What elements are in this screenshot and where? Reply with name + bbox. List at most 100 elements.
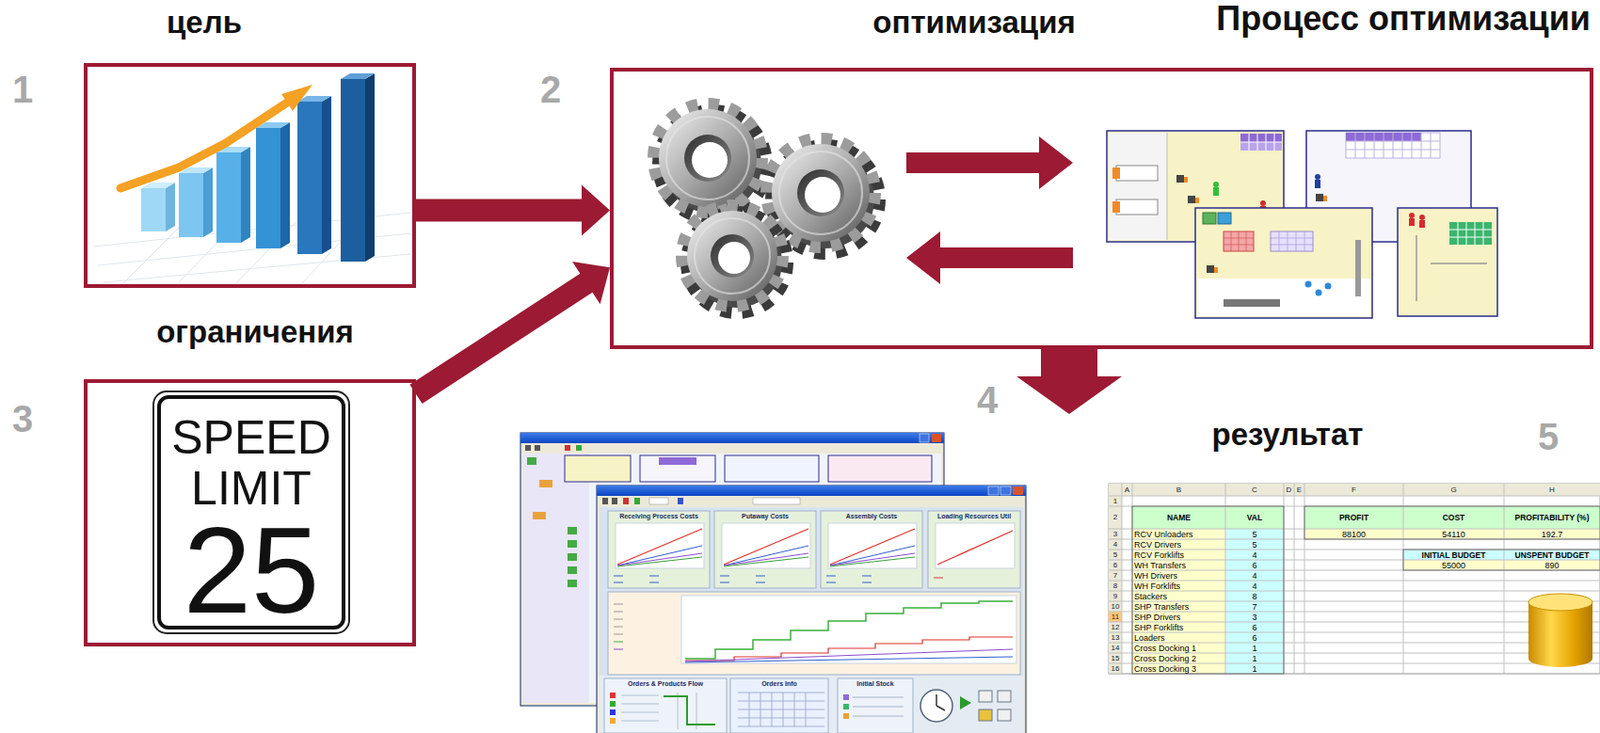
simulation-screenshot xyxy=(1000,486,1011,496)
warehouse-plan xyxy=(1240,142,1282,151)
gear xyxy=(691,142,728,178)
box-heading: ограничения xyxy=(156,314,354,351)
table-cell: RCV Forklifts xyxy=(1134,550,1184,560)
simulation-screenshot xyxy=(721,523,811,569)
simulation-screenshot xyxy=(820,511,923,589)
warehouse-plan xyxy=(1314,179,1321,189)
screen-title: Loading Resources Util xyxy=(937,512,1011,521)
simulation-screenshot xyxy=(685,601,1013,659)
warehouse-plan xyxy=(1195,208,1373,319)
simulation-screenshot xyxy=(843,704,849,710)
table-cell: Cross Docking 2 xyxy=(1134,654,1197,664)
row-number: 16 xyxy=(1111,664,1120,674)
simulation-screenshot xyxy=(937,530,1013,565)
box-heading: результат xyxy=(1211,416,1363,453)
simulation-screenshot xyxy=(677,497,684,505)
bar-chart-icon xyxy=(240,146,251,243)
page-title: Процесс оптимизации xyxy=(1216,0,1591,38)
simulation-screenshot xyxy=(852,697,904,717)
simulation-screenshot xyxy=(640,455,716,482)
warehouse-plan xyxy=(1449,222,1492,245)
simulation-screenshot xyxy=(617,545,703,566)
simulation-screenshot xyxy=(714,511,816,589)
simulation-screenshot xyxy=(828,455,932,482)
column-letter: C xyxy=(1251,485,1258,496)
sign-text: SPEED xyxy=(171,414,332,462)
simulation-screenshot xyxy=(634,497,640,505)
simulation-screenshot xyxy=(596,485,1026,733)
screen-title: Receiving Process Costs xyxy=(619,512,699,521)
bar-chart-icon xyxy=(216,152,241,243)
warehouse-plan xyxy=(1419,214,1425,221)
bar-chart-icon xyxy=(281,84,313,112)
callout-number: 5 xyxy=(1537,416,1559,458)
simulation-screenshot xyxy=(685,649,1013,662)
simulation-screenshot xyxy=(576,445,582,451)
simulation-screenshot xyxy=(978,709,992,721)
gear xyxy=(683,207,786,312)
simulation-screenshot xyxy=(997,709,1011,721)
simulation-screenshot xyxy=(830,545,915,566)
warehouse-plan xyxy=(1106,130,1498,319)
simulation-screenshot xyxy=(617,557,703,567)
warehouse-plan xyxy=(1416,235,1488,302)
simulation-screenshot xyxy=(720,576,766,583)
spreadsheet xyxy=(1108,611,1122,623)
bar-chart-icon xyxy=(120,102,288,189)
simulation-screenshot xyxy=(685,637,1013,661)
bar-chart-icon xyxy=(178,173,204,238)
simulation-screenshot xyxy=(997,690,1011,703)
table-cell: SHP Drivers xyxy=(1134,612,1181,623)
row-number: 6 xyxy=(1113,560,1118,571)
row-number: 4 xyxy=(1113,540,1118,550)
simulation-screenshot xyxy=(617,553,703,566)
simulation-screenshot xyxy=(933,577,944,579)
table-header: INITIAL BUDGET xyxy=(1422,550,1487,560)
warehouse-plan xyxy=(1184,176,1188,183)
spreadsheet xyxy=(1403,560,1600,571)
warehouse-plan xyxy=(1223,231,1254,252)
sign-text: LIMIT xyxy=(191,464,312,512)
table-cell: Loaders xyxy=(1134,633,1166,643)
gear xyxy=(655,105,766,218)
warehouse-plan xyxy=(1167,132,1168,240)
gear xyxy=(768,140,874,246)
warehouse-plan xyxy=(1176,175,1184,183)
gear xyxy=(694,218,770,294)
simulation-screenshot xyxy=(596,485,1026,496)
bar-chart-icon xyxy=(94,73,411,285)
warehouse-plan xyxy=(1449,222,1492,245)
column-letter: B xyxy=(1176,485,1182,496)
warehouse-plan xyxy=(1206,265,1215,273)
gear xyxy=(718,241,751,274)
column-letter: H xyxy=(1549,485,1555,496)
flow-arrow xyxy=(1016,349,1122,415)
simulation-screenshot xyxy=(564,445,571,451)
simulation-screenshot xyxy=(685,656,1013,663)
warehouse-plan xyxy=(1260,200,1266,207)
simulation-screenshot xyxy=(525,445,531,451)
simulation-screenshot xyxy=(617,528,703,565)
gear xyxy=(658,109,757,208)
cycle-arrow xyxy=(906,136,1073,285)
column-letter: D xyxy=(1286,485,1293,496)
table-header: PROFIT xyxy=(1339,512,1369,523)
simulation-screenshot xyxy=(599,507,1024,733)
simulation-screenshot xyxy=(978,690,992,703)
warehouse-plan xyxy=(1116,199,1158,215)
screen-title: Putaway Costs xyxy=(741,512,789,521)
bar-chart-icon xyxy=(280,122,290,249)
simulation-screenshot xyxy=(830,553,915,566)
table-cell: 6 xyxy=(1251,623,1257,633)
gear xyxy=(687,210,778,302)
simulation-screenshot xyxy=(527,457,537,465)
callout-number: 3 xyxy=(12,398,33,440)
column-letter: F xyxy=(1351,485,1357,496)
spreadsheet xyxy=(1108,483,1600,674)
bar-chart-icon xyxy=(340,79,366,262)
simulation-screenshot xyxy=(520,432,944,444)
row-number: 15 xyxy=(1111,654,1120,664)
